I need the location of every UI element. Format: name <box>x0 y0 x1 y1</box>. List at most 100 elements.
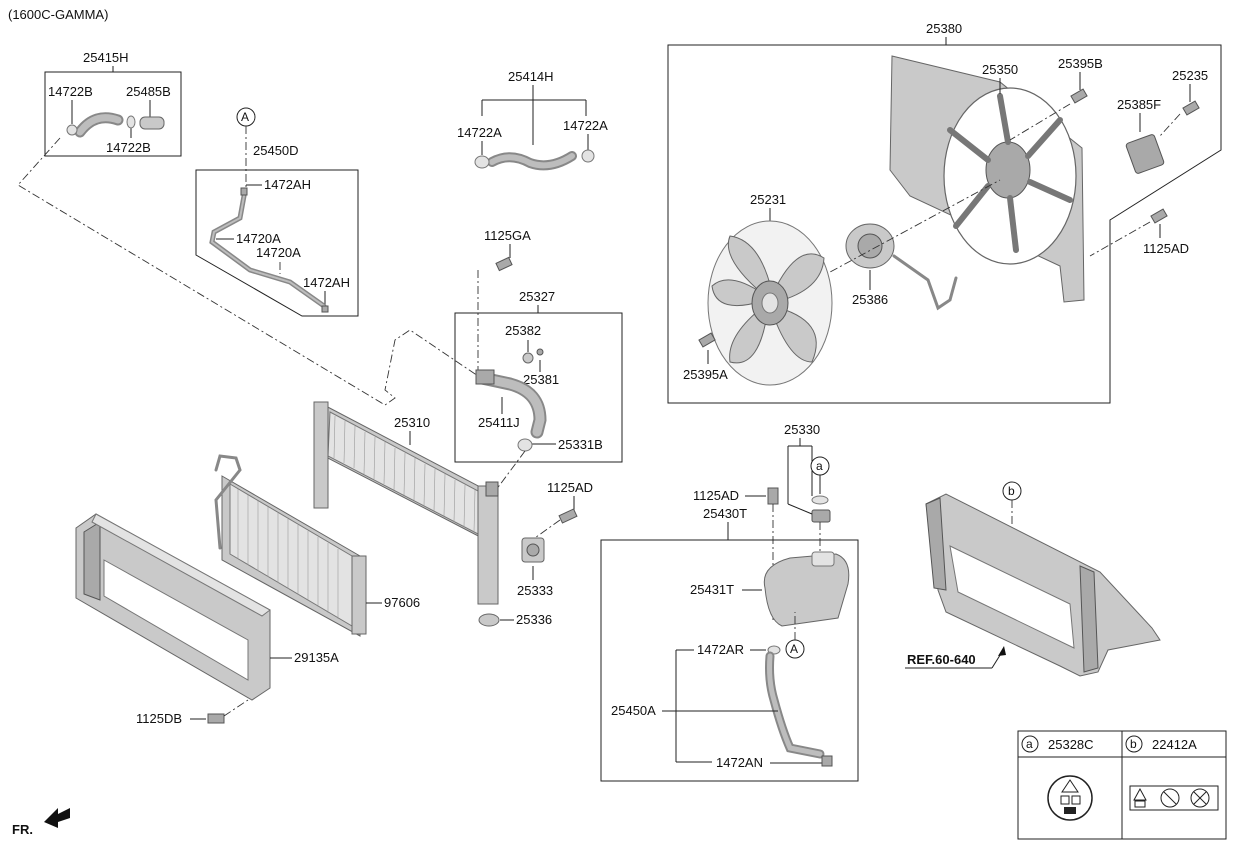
radiator-25310: 25310 <box>313 401 499 605</box>
legend-a-part: 25328C <box>1048 737 1094 752</box>
group-25327: 1125GA 25327 25382 25381 25411J 25331B <box>454 228 623 491</box>
label-25235: 25235 <box>1172 68 1208 83</box>
clamp-14722A-b <box>581 149 595 163</box>
label-25431T: 25431T <box>690 582 734 597</box>
label-1472AN: 1472AN <box>716 755 763 770</box>
label-1125AD-b: 1125AD <box>1143 241 1189 256</box>
label-25430T: 25430T <box>703 506 747 521</box>
group-25333: 1125AD 25333 25336 <box>478 480 593 627</box>
carrier-assembly: b REF.60-640 <box>905 481 1161 677</box>
label-25331B: 25331B <box>558 437 603 452</box>
label-14722B-a: 14722B <box>48 84 93 99</box>
bolt-1125AD-b <box>1150 208 1168 224</box>
legend-a-marker: a <box>1026 737 1033 751</box>
label-25336: 25336 <box>516 612 552 627</box>
air-guard-29135A: 29135A 1125DB <box>75 513 339 726</box>
group-25450D: A 25450D 1472AH 14720A 14720A 1472AH <box>195 107 359 317</box>
bolt-1125AD-a <box>558 508 578 524</box>
legend-a-circle <box>1021 735 1039 753</box>
clamp-25331B <box>517 438 533 452</box>
clamp-1472AH-a <box>240 187 248 196</box>
label-1125AD-a: 1125AD <box>547 480 593 495</box>
clamp-1472AN <box>821 755 833 767</box>
oring-25330 <box>811 495 829 505</box>
clamp-14722B-a <box>66 124 78 136</box>
label-14722A-a: 14722A <box>457 125 502 140</box>
label-25450A: 25450A <box>611 703 656 718</box>
label-25330: 25330 <box>784 422 820 437</box>
front-direction-arrow-icon <box>44 808 70 828</box>
label-14720A-a: 14720A <box>236 231 281 246</box>
label-14722B-b: 14722B <box>106 140 151 155</box>
fan-25231: 25231 <box>707 192 833 386</box>
label-25382: 25382 <box>505 323 541 338</box>
label-25381: 25381 <box>523 372 559 387</box>
bolt-1125AD-c <box>767 487 779 505</box>
label-25395A: 25395A <box>683 367 728 382</box>
cap-25382 <box>522 352 534 364</box>
label-25380: 25380 <box>926 21 962 36</box>
label-97606: 97606 <box>384 595 420 610</box>
legend-b-part: 22412A <box>1152 737 1197 752</box>
fitting-25327 <box>475 369 495 385</box>
label-25414H: 25414H <box>508 69 554 84</box>
engine-note: (1600C-GAMMA) <box>8 7 108 22</box>
clamp-1472AH-b <box>321 305 329 313</box>
screw-25395B <box>1070 88 1088 104</box>
ref-a-mid: a <box>816 459 823 473</box>
label-25310: 25310 <box>394 415 430 430</box>
ref-note: REF.60-640 <box>907 652 976 667</box>
coolant-cap-warning-icon <box>1047 775 1093 821</box>
plug-25336 <box>478 613 500 627</box>
plug-25381 <box>536 348 544 356</box>
label-25395B: 25395B <box>1058 56 1103 71</box>
ref-b: b <box>1008 484 1015 498</box>
label-1472AR: 1472AR <box>697 642 744 657</box>
legend-table: a 25328C b 22412A <box>1017 730 1227 840</box>
legend-b-circle <box>1125 735 1143 753</box>
clamp-14722A-a <box>474 155 490 169</box>
front-indicator: FR. <box>12 808 70 837</box>
screw-25395A <box>698 332 716 348</box>
radiator-right-tank <box>477 485 499 605</box>
ref-A-top: A <box>241 110 249 124</box>
clamp-14722B-b <box>126 115 136 129</box>
label-25386: 25386 <box>852 292 888 307</box>
condenser-side-tank <box>351 555 367 635</box>
resistor-25385F <box>1125 134 1165 174</box>
label-29135A: 29135A <box>294 650 339 665</box>
legend-b-marker: b <box>1130 737 1137 751</box>
label-1472AH-b: 1472AH <box>303 275 350 290</box>
label-25350: 25350 <box>982 62 1018 77</box>
label-1125DB: 1125DB <box>136 711 182 726</box>
label-25411J: 25411J <box>478 415 520 430</box>
hose-25485B <box>139 116 165 130</box>
screw-25235 <box>1182 100 1200 116</box>
condenser-97606: 97606 <box>214 454 420 637</box>
label-25385F: 25385F <box>1117 97 1161 112</box>
radiator-filler-neck <box>485 481 499 497</box>
radiator-left-tank <box>313 401 329 509</box>
label-25415H: 25415H <box>83 50 129 65</box>
label-25231: 25231 <box>750 192 786 207</box>
cap-25330 <box>811 509 831 523</box>
front-label: FR. <box>12 822 33 837</box>
group-25330: 25330 a <box>784 422 831 560</box>
label-1125AD-c: 1125AD <box>693 488 739 503</box>
bolt-1125GA <box>495 256 513 272</box>
label-25450D: 25450D <box>253 143 299 158</box>
group-25430T: 1125AD 25430T 25431T A 1472AR 25450A 147… <box>600 487 859 782</box>
label-1125GA: 1125GA <box>484 228 531 243</box>
fan-warning-labels-icon <box>1129 785 1219 811</box>
label-25333: 25333 <box>517 583 553 598</box>
ref-A-bottle: A <box>790 642 798 656</box>
label-1472AH-a: 1472AH <box>264 177 311 192</box>
group-25414H: 25414H 14722A 14722A <box>457 69 608 171</box>
bolt-1125DB <box>207 713 225 724</box>
group-25415H: 25415H 14722B 25485B 14722B <box>44 50 182 157</box>
label-25485B: 25485B <box>126 84 171 99</box>
group-25380: 25380 25350 25395B 25235 25385F 2 <box>667 21 1222 404</box>
label-14720A-b: 14720A <box>256 245 301 260</box>
reservoir-25431T <box>763 553 850 627</box>
